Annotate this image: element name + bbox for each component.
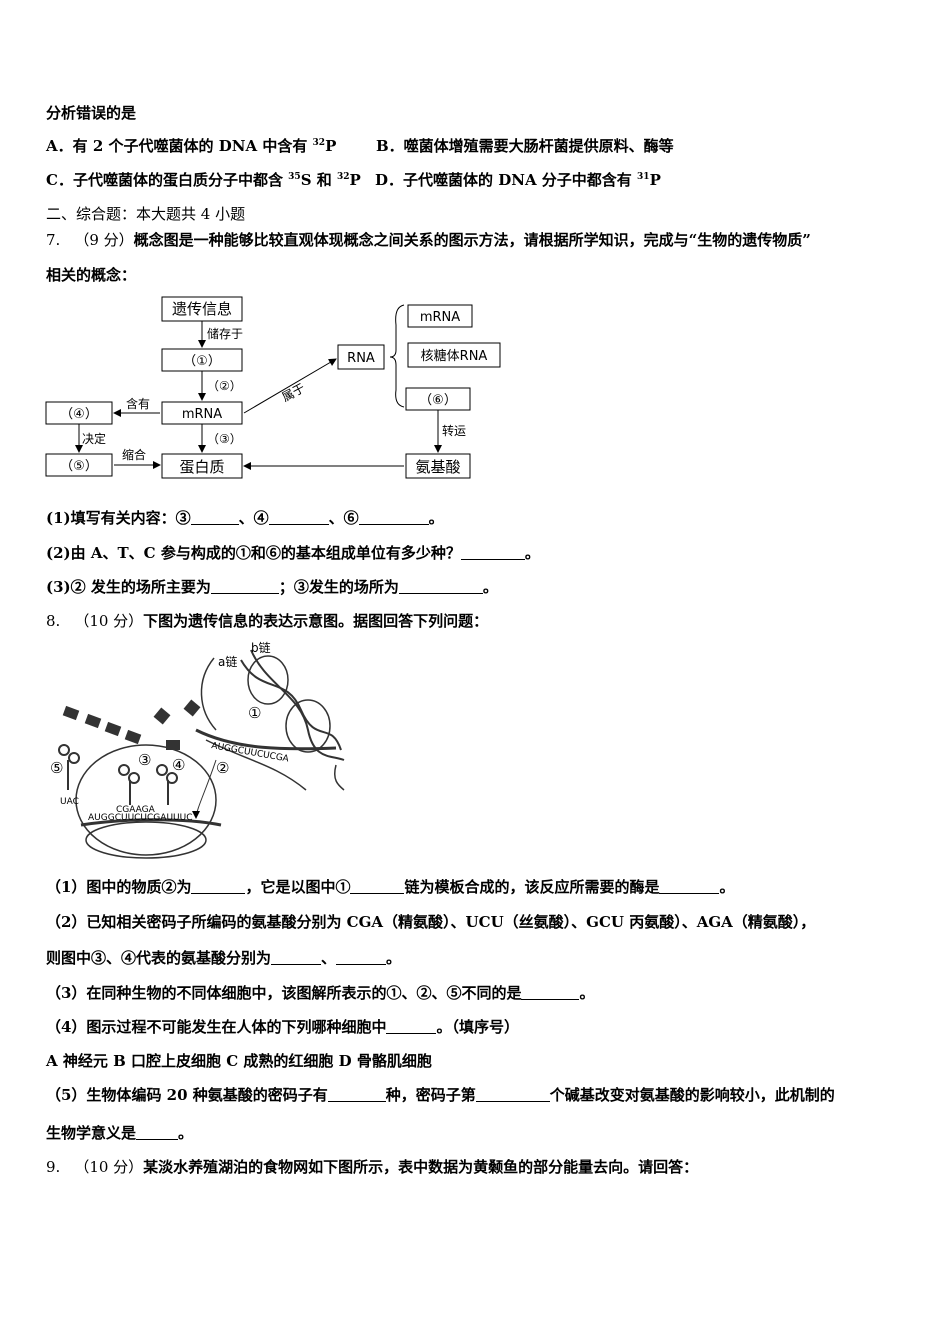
answer-blank[interactable]: [358, 510, 429, 525]
q8-sub2-cont: 则图中③、④代表的氨基酸分别为、。: [46, 949, 402, 967]
answer-blank[interactable]: [659, 879, 720, 894]
concept-protein: 蛋白质: [179, 458, 224, 476]
box-protein: [161, 453, 243, 479]
answer-blank[interactable]: [521, 985, 580, 1000]
q8-sub3: （3）在同种生物的不同体细胞中，该图解所表示的①、②、⑤不同的是。: [46, 984, 595, 1002]
q8-stem: 8.（10 分）下图为遗传信息的表达示意图。据图回答下列问题：: [46, 612, 489, 630]
concept-5: （⑤）: [60, 459, 98, 474]
label-3: ③: [138, 751, 151, 769]
q8-choices: A 神经元 B 口腔上皮细胞 C 成熟的红细胞 D 骨骼肌细胞: [46, 1052, 432, 1070]
answer-blank[interactable]: [268, 510, 329, 525]
label-contains: 含有: [126, 396, 150, 411]
answer-blank[interactable]: [210, 579, 279, 594]
concept-4: （④）: [60, 407, 98, 422]
label-determines: 决定: [82, 431, 106, 446]
label-3: （③）: [207, 432, 242, 446]
q7-sub3: (3)② 发生的场所主要为；③发生的场所为。: [46, 578, 498, 596]
concept-rrna: 核糖体RNA: [421, 348, 488, 364]
q7-stem: 7.（9 分）概念图是一种能够比较直观体现概念之间关系的图示方法，请根据所学知识…: [46, 231, 811, 249]
q6-option-a: A．有 2 个子代噬菌体的 DNA 中含有 32P: [46, 137, 337, 155]
concept-rna: RNA: [347, 351, 375, 366]
label-a-chain: a链: [218, 654, 237, 669]
label-5: ⑤: [50, 759, 63, 777]
q8-sub4: （4）图示过程不可能发生在人体的下列哪种细胞中。（填序号）: [46, 1018, 519, 1036]
section-heading: 二、综合题：本大题共 4 小题: [46, 205, 246, 223]
q7-sub2: (2)由 A、T、C 参与构成的①和⑥的基本组成单位有多少种？。: [46, 544, 540, 562]
q6-option-c: C．子代噬菌体的蛋白质分子中都含 35S 和 32P: [46, 171, 361, 189]
concept-mrna: mRNA: [182, 407, 222, 422]
answer-blank[interactable]: [475, 1087, 550, 1102]
q6-option-d: D．子代噬菌体的 DNA 分子中都含有 31P: [375, 171, 661, 189]
q8-sub2: （2）已知相关密码子所编码的氨基酸分别为 CGA（精氨酸）、UCU（丝氨酸）、G…: [46, 913, 816, 931]
box-mrna-right: [407, 304, 473, 328]
label-stored-in: 储存于: [207, 326, 243, 341]
answer-blank[interactable]: [336, 950, 387, 965]
concept-map-diagram: 遗传信息 储存于 （①） （②） mRNA （③） 蛋白质 （④） 含有 决定 …: [45, 296, 501, 479]
answer-blank[interactable]: [136, 1125, 179, 1140]
concept-1: （①）: [183, 354, 221, 369]
q6-stem-tail: 分析错误的是: [46, 104, 137, 122]
q8-sub5: （5）生物体编码 20 种氨基酸的密码子有种，密码子第个碱基改变对氨基酸的影响较…: [46, 1086, 835, 1104]
label-4: ④: [172, 756, 185, 774]
answer-blank[interactable]: [460, 545, 525, 560]
label-condenses: 缩合: [122, 447, 146, 462]
box-5: [45, 453, 113, 477]
box-rna: [337, 344, 385, 370]
concept-amino-acid: 氨基酸: [415, 458, 460, 476]
label-transports: 转运: [442, 423, 466, 438]
q8-sub5-cont: 生物学意义是。: [46, 1124, 194, 1142]
answer-blank[interactable]: [191, 879, 246, 894]
label-belongs-to: 属于: [280, 381, 308, 405]
answer-blank[interactable]: [190, 510, 239, 525]
q7-sub1: (1)填写有关内容：③、④、⑥。: [46, 509, 444, 527]
box-rrna: [407, 342, 501, 368]
concept-genetic-info: 遗传信息: [172, 300, 232, 318]
mrna-sequence: AUGGCUUCUCGAUUUC: [88, 813, 192, 823]
label-2: （②）: [207, 379, 242, 393]
concept-6: （⑥）: [419, 393, 457, 408]
box-amino-acid: [405, 453, 471, 479]
label-1: ①: [248, 704, 261, 722]
answer-blank[interactable]: [271, 950, 322, 965]
gene-expression-figure: b链 a链 ① ② ③ ④ ⑤ UAC CGAAGA AUGGCUUCUCGAU…: [50, 640, 345, 859]
answer-blank[interactable]: [398, 579, 483, 594]
label-2: ②: [216, 759, 229, 777]
answer-blank[interactable]: [327, 1087, 386, 1102]
concept-mrna-right: mRNA: [420, 310, 460, 325]
q7-stem-cont: 相关的概念：: [46, 266, 137, 284]
q9-stem: 9.（10 分）某淡水养殖湖泊的食物网如下图所示，表中数据为黄颡鱼的部分能量去向…: [46, 1158, 699, 1176]
answer-blank[interactable]: [386, 1019, 437, 1034]
anticodons-mid: CGAAGA: [116, 805, 156, 815]
q6-option-b: B．噬菌体增殖需要大肠杆菌提供原料、酶等: [376, 137, 674, 155]
label-b-chain: b链: [251, 640, 271, 655]
answer-blank[interactable]: [350, 879, 405, 894]
anticodon-uac: UAC: [60, 797, 79, 807]
